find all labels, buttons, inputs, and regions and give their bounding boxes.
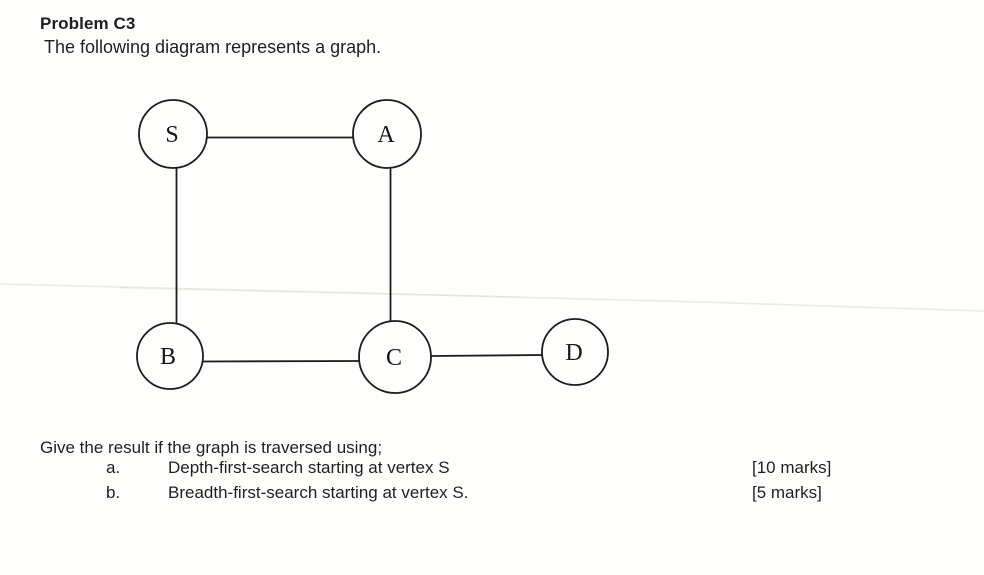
problem-header: Problem C3 The following diagram represe… [40,12,381,60]
item-a-marks: [10 marks] [752,458,832,477]
item-b-letter: b. [106,483,121,502]
node-d-label: D [565,340,582,366]
node-a-label: A [377,122,395,148]
edge-b-c [202,360,360,363]
paper-crease-line [0,283,984,312]
node-a: A [352,99,422,169]
item-b-marks: [5 marks] [752,483,822,502]
paper-crease-line-faint [119,287,521,298]
node-s: S [138,99,208,169]
node-d: D [541,318,609,386]
node-b: B [136,322,204,390]
question-intro: Give the result if the graph is traverse… [40,438,383,457]
node-c-circle [358,320,432,394]
node-s-label: S [165,122,178,148]
item-b-text: Breadth-first-search starting at vertex … [168,483,469,502]
question-item-a: a. Depth-first-search starting at vertex… [0,456,984,480]
node-a-circle [352,99,422,169]
node-b-circle [136,322,204,390]
question-item-b: b. Breadth-first-search starting at vert… [0,481,984,505]
node-d-circle [541,318,609,386]
node-c-label: C [386,345,402,371]
node-s-circle [138,99,208,169]
page-title: Problem C3 [40,14,136,33]
node-c: C [358,320,432,394]
item-a-letter: a. [106,458,121,477]
node-b-label: B [160,344,176,370]
problem-subtitle: The following diagram represents a graph… [44,37,382,57]
item-a-text: Depth-first-search starting at vertex S [168,458,450,477]
edge-c-d [430,354,543,357]
